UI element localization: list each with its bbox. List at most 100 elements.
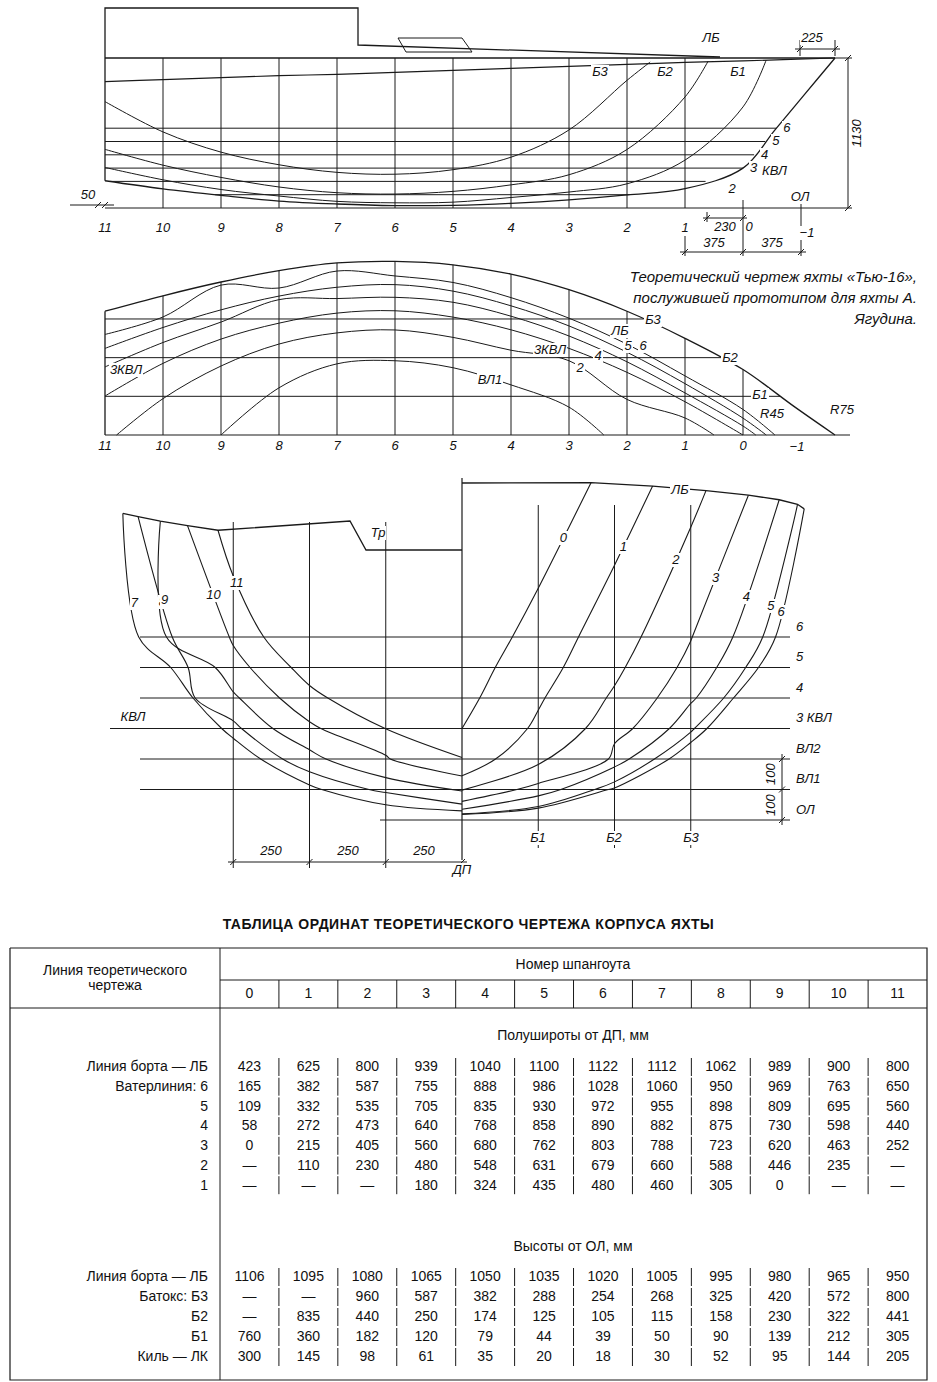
table-rule (573, 1058, 574, 1076)
table-rule (809, 1117, 810, 1135)
row-label: 5 (200, 1099, 208, 1114)
table-header: 11 (890, 986, 905, 1001)
table-cell: 230 (768, 1309, 791, 1324)
table-cell: 788 (650, 1138, 673, 1153)
frame-section (462, 509, 804, 815)
table-rule (514, 1117, 515, 1135)
table-cell: 800 (886, 1289, 909, 1304)
dimension-tick (307, 859, 313, 865)
drawing-label: R75 (829, 403, 855, 417)
table-rule (632, 1137, 633, 1155)
station-number: 6 (390, 439, 399, 453)
dimension-line (228, 862, 467, 863)
table-rule (514, 1097, 515, 1115)
table-cell: 875 (709, 1118, 732, 1133)
table-rule (278, 1137, 279, 1155)
buttock-body (690, 505, 691, 848)
table-cell: 35 (477, 1349, 493, 1364)
dimension-value: 100 (764, 793, 778, 817)
table-cell: 1060 (646, 1079, 677, 1094)
table-cell: 61 (418, 1349, 434, 1364)
waterline-label: ОЛ (795, 803, 816, 817)
table-cell: 1005 (646, 1269, 677, 1284)
station-line (511, 58, 512, 208)
table-cell: 110 (297, 1158, 319, 1173)
row-label: 2 (200, 1158, 208, 1173)
station-number: 3 (564, 439, 573, 453)
frame-section (462, 504, 798, 814)
table-rule (632, 1268, 633, 1286)
table-cell: 0 (246, 1138, 254, 1153)
table-rule (455, 1078, 456, 1096)
deck-line-body (462, 483, 804, 509)
table-cell: 305 (886, 1329, 909, 1344)
table-rule (455, 1117, 456, 1135)
table-cell: 995 (709, 1269, 732, 1284)
table-rule (691, 1097, 692, 1115)
table-cell: 440 (356, 1309, 379, 1324)
table-rule (455, 1328, 456, 1346)
table-cell: 58 (242, 1118, 258, 1133)
frame-section (138, 517, 462, 805)
table-rule (750, 1176, 751, 1194)
cabin-window (398, 38, 472, 52)
frame-number: 2 (671, 553, 680, 567)
table-header: 6 (599, 986, 607, 1001)
drawing-label: 6 (638, 339, 647, 353)
frame-number: 6 (777, 605, 786, 619)
waterline-plan (105, 297, 756, 435)
waterline-body (140, 637, 790, 638)
drawing-label: Б3 (644, 313, 662, 327)
table-cell: 44 (536, 1329, 552, 1344)
table-rule (337, 980, 338, 1008)
table-cell: 1040 (470, 1059, 501, 1074)
table-cell: 158 (709, 1309, 732, 1324)
drawing-label: ОЛ (790, 190, 811, 204)
drawing-label: Б1 (751, 388, 769, 402)
deck-edge-plan (105, 261, 835, 435)
table-header: 8 (717, 986, 725, 1001)
table-cell: 572 (827, 1289, 850, 1304)
row-label: Киль — ЛК (137, 1349, 208, 1364)
station-line (279, 271, 280, 435)
table-cell: 144 (827, 1349, 850, 1364)
table-cell: 1035 (528, 1269, 559, 1284)
station-number: 1 (680, 221, 689, 235)
table-cell: 79 (477, 1329, 493, 1344)
table-rule (750, 1097, 751, 1115)
table-header: Линия теоретического чертежа (20, 963, 210, 994)
table-cell: 423 (238, 1059, 261, 1074)
table-cell: 235 (827, 1158, 850, 1173)
table-rule (396, 1176, 397, 1194)
keel-line (105, 58, 835, 206)
frame-section (123, 513, 462, 810)
waterline-label: 2 (728, 182, 737, 196)
buttock-profile (105, 61, 708, 194)
frame-number: 5 (766, 599, 775, 613)
waterline-profile (105, 128, 776, 129)
table-rule (337, 1348, 338, 1366)
table-rule (514, 980, 515, 1008)
table-cell: 125 (532, 1309, 555, 1324)
table-cell: 680 (473, 1138, 496, 1153)
table-cell: — (891, 1178, 905, 1193)
table-cell: 405 (356, 1138, 379, 1153)
frame-number: 4 (742, 590, 751, 604)
row-label: Ватерлиния: 6 (115, 1079, 208, 1094)
table-rule (278, 1348, 279, 1366)
table-cell: 587 (415, 1289, 438, 1304)
table-cell: — (242, 1309, 256, 1324)
frame-section (462, 495, 748, 801)
waterline-label: 4 (795, 681, 804, 695)
table-cell: 809 (768, 1099, 791, 1114)
station-number: 7 (332, 221, 341, 235)
table-rule (868, 1137, 869, 1155)
row-label: 4 (200, 1118, 208, 1133)
table-rule (278, 1328, 279, 1346)
table-cell: 115 (651, 1309, 673, 1324)
table-rule (337, 1176, 338, 1194)
table-cell: 587 (356, 1079, 379, 1094)
station-number: 6 (390, 221, 399, 235)
table-rule (809, 1288, 810, 1306)
table-cell: 950 (886, 1269, 909, 1284)
